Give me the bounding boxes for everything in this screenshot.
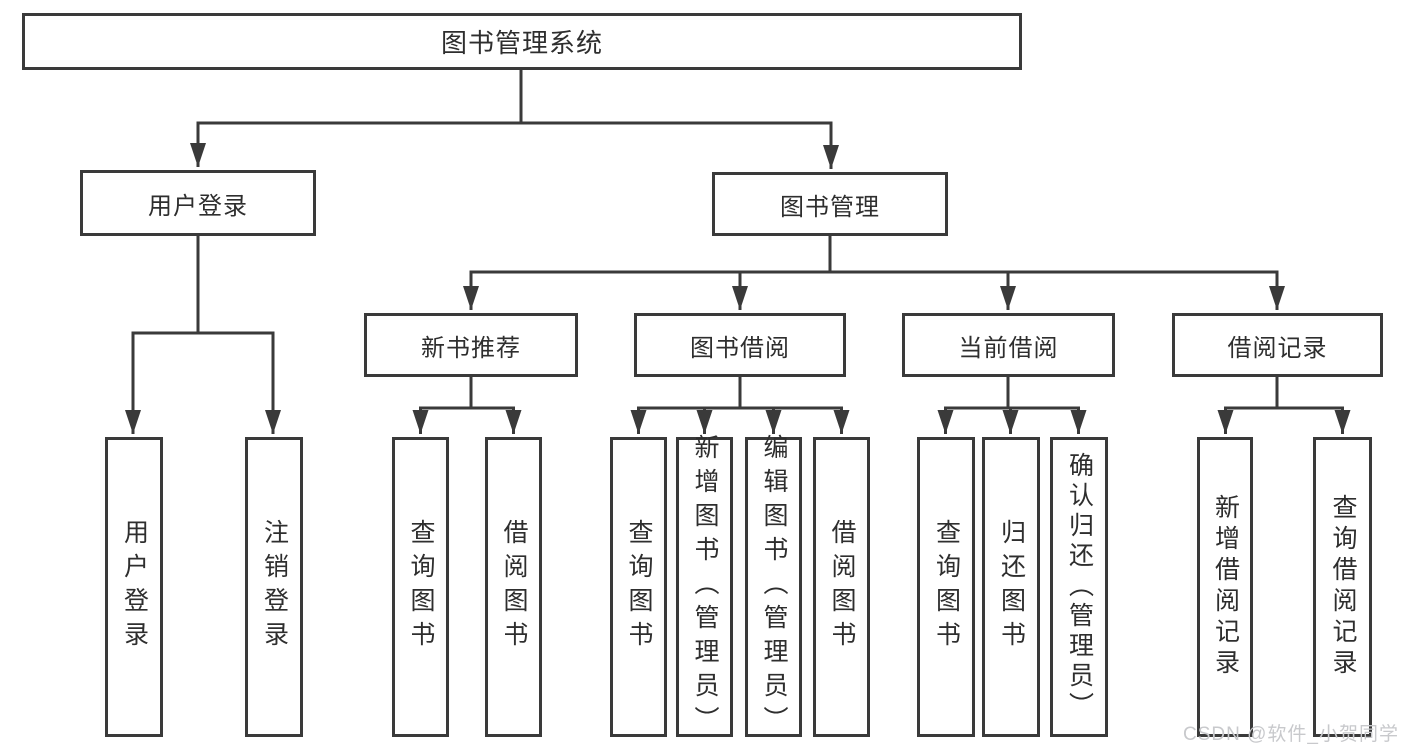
node-new-book-recommend: 新书推荐 [364, 313, 578, 377]
leaf-borrow-books-recommend: 借阅图书 [485, 437, 542, 737]
node-book-borrow: 图书借阅 [634, 313, 846, 377]
node-user-login: 用户登录 [80, 170, 316, 236]
node-label: 当前借阅 [958, 334, 1059, 362]
node-label: 注销登录 [260, 519, 289, 655]
leaf-query-borrow-record: 查询借阅记录 [1313, 437, 1372, 737]
leaf-query-books-borrow: 查询图书 [610, 437, 667, 737]
node-label: 用户登录 [120, 519, 149, 655]
node-label: 用户登录 [148, 192, 248, 220]
node-label: 新书推荐 [421, 334, 521, 362]
node-label: 查询借阅记录 [1329, 494, 1357, 680]
node-current-borrow: 当前借阅 [902, 313, 1115, 377]
leaf-logout: 注销登录 [245, 437, 303, 737]
node-label: 查询图书 [932, 519, 961, 655]
node-label: 图书管理 [780, 193, 880, 221]
leaf-query-books-recommend: 查询图书 [392, 437, 449, 737]
node-label: 查询图书 [407, 519, 435, 655]
leaf-edit-book-admin: 编辑图书（管理员） [745, 434, 802, 740]
node-label: 借阅图书 [828, 519, 856, 655]
node-label: 查询图书 [625, 519, 653, 655]
leaf-borrow-books: 借阅图书 [813, 437, 870, 737]
node-label: 编辑图书（管理员） [760, 434, 788, 740]
leaf-add-borrow-record: 新增借阅记录 [1197, 437, 1253, 737]
leaf-add-book-admin: 新增图书（管理员） [676, 434, 733, 740]
node-label: 新增借阅记录 [1211, 494, 1240, 680]
node-label: 借阅记录 [1227, 334, 1328, 362]
leaf-query-books-current: 查询图书 [917, 437, 975, 737]
node-label: 借阅图书 [500, 519, 528, 655]
node-borrow-records: 借阅记录 [1172, 313, 1383, 377]
node-label: 图书管理系统 [440, 28, 603, 58]
node-library-management-system: 图书管理系统 [22, 13, 1022, 70]
node-label: 归还图书 [997, 519, 1026, 655]
leaf-return-book: 归还图书 [982, 437, 1040, 737]
csdn-watermark: CSDN @软件_小贺同学 [1183, 724, 1399, 745]
leaf-user-login: 用户登录 [105, 437, 163, 737]
node-label: 新增图书（管理员） [691, 434, 719, 740]
leaf-confirm-return-admin: 确认归还（管理员） [1050, 437, 1108, 737]
node-label: 确认归还（管理员） [1065, 452, 1094, 722]
node-book-management: 图书管理 [712, 172, 948, 236]
node-label: 图书借阅 [690, 334, 790, 362]
